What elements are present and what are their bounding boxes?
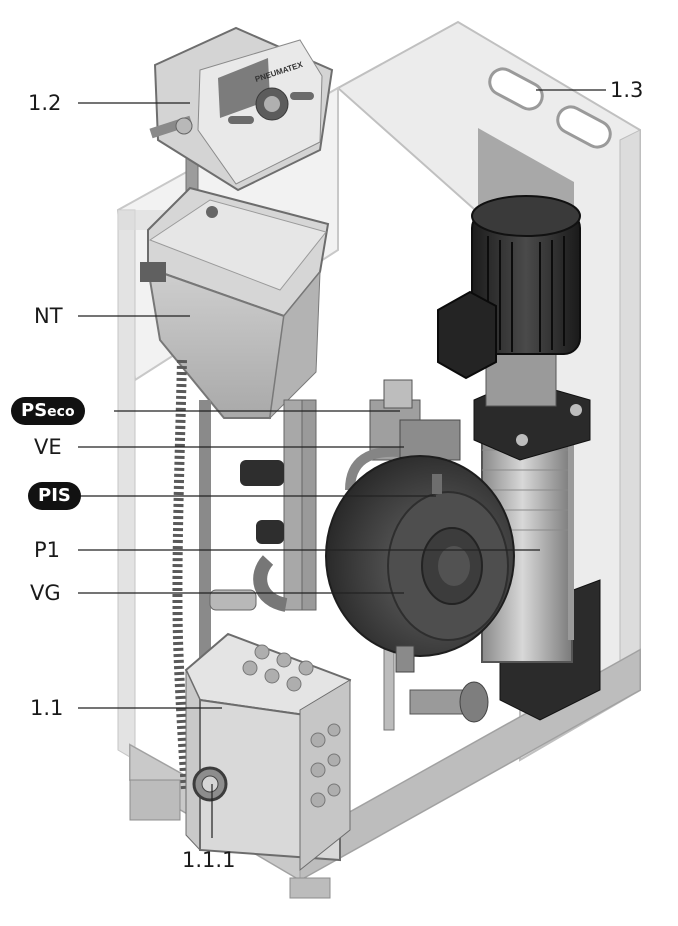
make-up-tank <box>140 186 330 420</box>
electrical-box <box>184 632 352 872</box>
label-1-2: 1.2 <box>28 91 62 115</box>
label-pseco-sub: eco <box>47 404 75 420</box>
label-ve: VE <box>34 435 62 459</box>
label-1-1-1: 1.1.1 <box>182 848 236 872</box>
label-pseco-main: PS <box>21 400 48 421</box>
label-pis: PIS <box>38 485 71 506</box>
controller-unit: PNEUMATEX <box>149 26 334 223</box>
leader-lines <box>78 89 606 838</box>
label-1-1: 1.1 <box>30 696 64 720</box>
label-pseco-badge: PSeco <box>11 397 85 425</box>
label-pis-badge: PIS <box>28 482 81 510</box>
pump-motor <box>437 195 581 380</box>
label-nt: NT <box>34 304 63 328</box>
piping-assembly <box>209 379 489 731</box>
label-1-3: 1.3 <box>610 78 644 102</box>
label-vg: VG <box>30 581 61 605</box>
label-p1: P1 <box>34 538 61 562</box>
expansion-vessel <box>325 455 515 673</box>
